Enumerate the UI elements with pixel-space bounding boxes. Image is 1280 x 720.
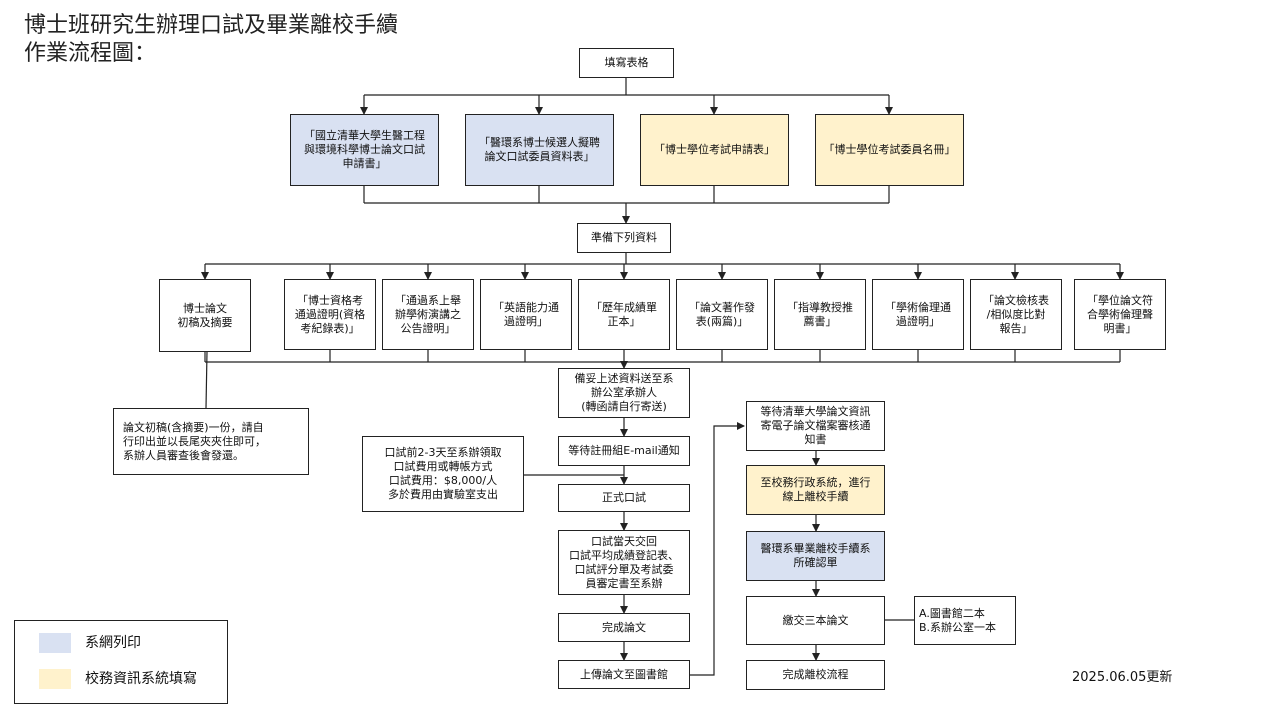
doc-similarity-report: 「論文檢核表 /相似度比對 報告」 xyxy=(970,279,1062,350)
submit-office-box: 備妥上述資料送至系 辦公室承辦人 (轉函請自行寄送) xyxy=(558,368,690,418)
doc-ethics-certificate: 「學術倫理通 過證明」 xyxy=(872,279,964,350)
wait-review-box: 等待清華大學論文資訊 寄電子論文檔案審核通 知書 xyxy=(746,401,885,451)
page-title: 博士班研究生辦理口試及畢業離校手續 作業流程圖： xyxy=(24,12,398,68)
doc-advisor-recommendation: 「指導教授推 薦書」 xyxy=(774,279,866,350)
legend-swatch-blue xyxy=(39,633,71,653)
finish-thesis-box: 完成論文 xyxy=(558,613,690,642)
legend: 系網列印 校務資訊系統填寫 xyxy=(14,620,228,704)
after-defense-box: 口試當天交回 口試平均成績登記表、 口試評分單及考試委 員審定書至系辦 xyxy=(558,530,690,595)
submit-three-box: 繳交三本論文 xyxy=(746,596,885,645)
fill-form-box: 填寫表格 xyxy=(579,48,674,78)
legend-label-yellow: 校務資訊系統填寫 xyxy=(85,671,197,687)
three-copies-note: A.圖書館二本 B.系辦公室一本 xyxy=(914,596,1016,645)
doc-ethics-statement: 「學位論文符 合學術倫理聲 明書」 xyxy=(1074,279,1166,350)
doc-publications: 「論文著作發 表(兩篇)」 xyxy=(676,279,768,350)
formal-defense-box: 正式口試 xyxy=(558,484,690,512)
doc-thesis-draft: 博士論文 初稿及摘要 xyxy=(159,279,251,352)
title-line-2: 作業流程圖： xyxy=(24,41,157,66)
admin-system-box: 至校務行政系統，進行 線上離校手續 xyxy=(746,465,885,515)
form-committee-data: 「醫環系博士候選人擬聘 論文口試委員資料表」 xyxy=(465,114,614,186)
dept-confirm-box: 醫環系畢業離校手續系 所確認單 xyxy=(746,531,885,581)
prepare-box: 準備下列資料 xyxy=(577,223,671,253)
form-committee-roster: 「博士學位考試委員名冊」 xyxy=(815,114,964,186)
doc-qualifying-exam: 「博士資格考 通過證明(資格 考紀錄表)」 xyxy=(284,279,376,350)
doc-transcript: 「歷年成績單 正本」 xyxy=(578,279,670,350)
complete-box: 完成離校流程 xyxy=(746,660,885,690)
doc-english-proficiency: 「英語能力通 過證明」 xyxy=(480,279,572,350)
updated-date: 2025.06.05更新 xyxy=(1072,670,1173,685)
defense-fee-note: 口試前2-3天至系辦領取 口試費用或轉帳方式 口試費用：$8,000/人 多於費… xyxy=(362,436,524,512)
form-thesis-defense-application: 「國立清華大學生醫工程 與環境科學博士論文口試 申請書」 xyxy=(290,114,439,186)
draft-note: 論文初稿(含摘要)一份，請自 行印出並以長尾夾夾住即可， 系辦人員審查後會發還。 xyxy=(113,408,309,475)
upload-library-box: 上傳論文至圖書館 xyxy=(558,660,690,689)
doc-academic-lecture: 「通過系上舉 辦學術演講之 公告證明」 xyxy=(382,279,474,350)
legend-swatch-yellow xyxy=(39,669,71,689)
legend-label-blue: 系網列印 xyxy=(85,635,141,651)
title-line-1: 博士班研究生辦理口試及畢業離校手續 xyxy=(24,13,399,38)
form-degree-exam-application: 「博士學位考試申請表」 xyxy=(640,114,789,186)
wait-email-box: 等待註冊組E-mail通知 xyxy=(558,436,690,466)
